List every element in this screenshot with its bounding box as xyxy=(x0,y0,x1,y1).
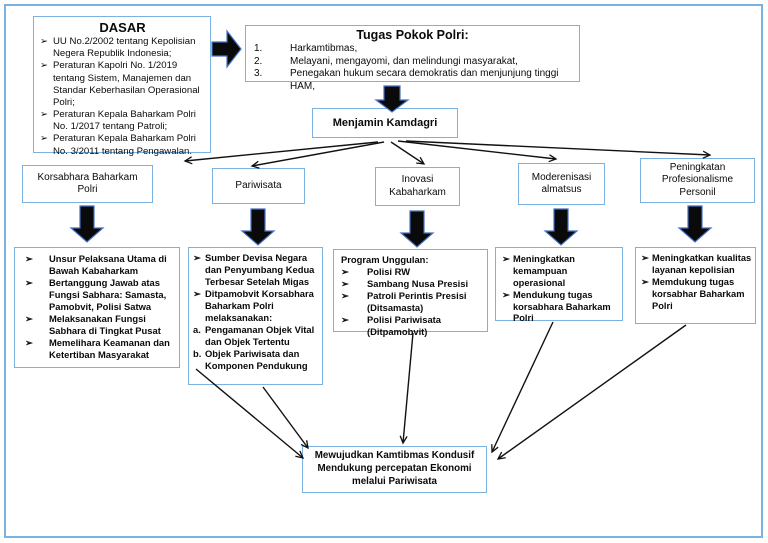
tugas-pokok-title: Tugas Pokok Polri: xyxy=(356,28,469,42)
bullet-arrow-icon: ➢ xyxy=(25,313,33,325)
bullet-arrow-icon: ➢ xyxy=(641,276,649,287)
detail-box-profesionalisme: ➢ Meningkatkan kualitas layanan kepolisi… xyxy=(635,247,756,324)
list-item: ➢ Meningkatkan kemampuan operasional xyxy=(502,254,619,290)
list-letter: a. xyxy=(193,324,201,336)
list-item: ➢ Ditpamobvit Korsabhara Baharkam Polri … xyxy=(193,288,320,324)
list-item-text: Peraturan Kepala Baharkam Polri No. 1/20… xyxy=(53,109,196,133)
bullet-arrow-icon: ➢ xyxy=(502,254,510,264)
bullet-arrow-icon: ➢ xyxy=(25,277,33,289)
detail-box-korsabhara: ➢ Unsur Pelaksana Utama di Bawah Kabahar… xyxy=(14,247,180,368)
list-item: ➢ Mendukung tugas korsabhara Baharkam Po… xyxy=(502,290,619,326)
list-item-text: Meningkatkan kualitas layanan kepolisian xyxy=(652,253,752,275)
bullet-arrow-icon: ➢ xyxy=(502,289,510,300)
category-box-moderenisasi: Moderenisasi almatsus xyxy=(518,163,605,205)
detail-box-pariwisata: ➢ Sumber Devisa Negara dan Penyumbang Ke… xyxy=(188,247,323,385)
list-item-text: Memelihara Keamanan dan Ketertiban Masya… xyxy=(49,337,170,361)
list-item-text: Penegakan hukum secara demokratis dan me… xyxy=(290,68,559,92)
bullet-arrow-icon: ➢ xyxy=(25,337,33,349)
category-box-profesionalisme: Peningkatan Profesionalisme Personil xyxy=(640,158,755,203)
list-item: ➢ Peraturan Kapolri No. 1/2019 tentang S… xyxy=(40,60,205,109)
list-item-text: Polisi Pariwisata (Ditpamobvit) xyxy=(367,314,441,338)
list-item-text: Sambang Nusa Presisi xyxy=(367,278,469,290)
list-item-text: Unsur Pelaksana Utama di Bawah Kabaharka… xyxy=(49,253,167,277)
outer-frame xyxy=(4,4,763,538)
list-item: ➢ Polisi Pariwisata (Ditpamobvit) xyxy=(341,314,484,338)
list-number: 1. xyxy=(254,43,263,54)
bullet-arrow-icon: ➢ xyxy=(193,252,201,263)
bullet-arrow-icon: ➢ xyxy=(40,36,49,47)
list-number: 2. xyxy=(254,55,263,67)
list-item-text: Peraturan Kepala Baharkam Polri No. 3/20… xyxy=(53,133,196,157)
list-item: ➢ Memdukung tugas korsabhar Baharkam Pol… xyxy=(641,277,753,313)
list-number: 3. xyxy=(254,68,263,79)
list-item: ➢ Unsur Pelaksana Utama di Bawah Kabahar… xyxy=(25,253,175,277)
list-item: ➢ Polisi RW xyxy=(341,266,484,278)
list-item: ➢ Memelihara Keamanan dan Ketertiban Mas… xyxy=(25,337,175,361)
bullet-arrow-icon: ➢ xyxy=(341,290,349,302)
list-item: b. Objek Pariwisata dan Komponen Penduku… xyxy=(193,348,320,372)
list-item: ➢ Melaksanakan Fungsi Sabhara di Tingkat… xyxy=(25,313,175,337)
list-item-text: Ditpamobvit Korsabhara Baharkam Polri me… xyxy=(205,288,314,324)
list-item-text: Meningkatkan kemampuan operasional xyxy=(513,254,575,288)
category-box-korsabhara: Korsabhara Baharkam Polri xyxy=(22,165,153,203)
list-item-text: UU No.2/2002 tentang Kepolisian Negera R… xyxy=(53,36,196,60)
list-item-text: Memdukung tugas korsabhar Baharkam Polri xyxy=(652,276,745,311)
list-item: ➢ Sambang Nusa Presisi xyxy=(341,278,484,290)
list-item-text: Sumber Devisa Negara dan Penyumbang Kedu… xyxy=(205,252,315,288)
list-item: 3. Penegakan hukum secara demokratis dan… xyxy=(254,68,571,93)
program-unggulan-header: Program Unggulan: xyxy=(341,254,429,265)
bullet-arrow-icon: ➢ xyxy=(25,253,33,264)
category-box-inovasi: Inovasi Kabaharkam xyxy=(375,167,460,206)
list-item: ➢ Meningkatkan kualitas layanan kepolisi… xyxy=(641,253,753,277)
bullet-arrow-icon: ➢ xyxy=(341,278,349,290)
detail-box-moderenisasi: ➢ Meningkatkan kemampuan operasional ➢ M… xyxy=(495,247,623,323)
list-item: ➢ Bertanggung Jawab atas Fungsi Sabhara:… xyxy=(25,277,175,313)
bullet-arrow-icon: ➢ xyxy=(40,109,49,121)
dasar-title: DASAR xyxy=(99,20,146,35)
list-item-text: Patroli Perintis Presisi (Ditsamasta) xyxy=(367,290,467,314)
list-item-text: Pengamanan Objek Vital dan Objek Tertent… xyxy=(205,324,315,348)
bullet-arrow-icon: ➢ xyxy=(341,314,349,326)
list-item: 2. Melayani, mengayomi, dan melindungi m… xyxy=(254,56,571,69)
list-item: ➢ Patroli Perintis Presisi (Ditsamasta) xyxy=(341,290,484,314)
kamdagri-box: Menjamin Kamdagri xyxy=(312,108,458,138)
bullet-arrow-icon: ➢ xyxy=(40,133,49,145)
list-item-text: Objek Pariwisata dan Komponen Pendukung xyxy=(205,348,308,372)
list-item-text: Harkamtibmas, xyxy=(290,43,358,54)
list-item-text: Peraturan Kapolri No. 1/2019 tentang Sis… xyxy=(53,60,200,108)
list-item: a. Pengamanan Objek Vital dan Objek Tert… xyxy=(193,324,320,348)
bullet-arrow-icon: ➢ xyxy=(40,60,49,72)
list-item-text: Bertanggung Jawab atas Fungsi Sabhara: S… xyxy=(49,277,167,313)
list-item: ➢ UU No.2/2002 tentang Kepolisian Negera… xyxy=(40,36,205,60)
list-item: ➢ Peraturan Kepala Baharkam Polri No. 3/… xyxy=(40,133,205,157)
list-item: ➢ Sumber Devisa Negara dan Penyumbang Ke… xyxy=(193,252,320,288)
list-item-text: Polisi RW xyxy=(367,266,411,278)
outcome-box: Mewujudkan Kamtibmas Kondusif Mendukung … xyxy=(302,446,487,493)
list-item-text: Mendukung tugas korsabhara Baharkam Polr… xyxy=(513,289,611,324)
detail-box-inovasi: Program Unggulan: ➢ Polisi RW ➢ Sambang … xyxy=(333,249,488,337)
dasar-box: DASAR ➢ UU No.2/2002 tentang Kepolisian … xyxy=(33,16,211,157)
bullet-arrow-icon: ➢ xyxy=(193,288,201,300)
bullet-arrow-icon: ➢ xyxy=(641,253,649,263)
list-item-text: Melayani, mengayomi, dan melindungi masy… xyxy=(290,55,518,67)
list-letter: b. xyxy=(193,348,202,360)
list-item: 1. Harkamtibmas, xyxy=(254,43,571,56)
list-item-text: Melaksanakan Fungsi Sabhara di Tingkat P… xyxy=(49,313,161,337)
list-item: ➢ Peraturan Kepala Baharkam Polri No. 1/… xyxy=(40,109,205,133)
tugas-pokok-box: Tugas Pokok Polri: 1. Harkamtibmas, 2. M… xyxy=(245,25,580,92)
bullet-arrow-icon: ➢ xyxy=(341,266,349,278)
category-box-pariwisata: Pariwisata xyxy=(212,168,305,204)
